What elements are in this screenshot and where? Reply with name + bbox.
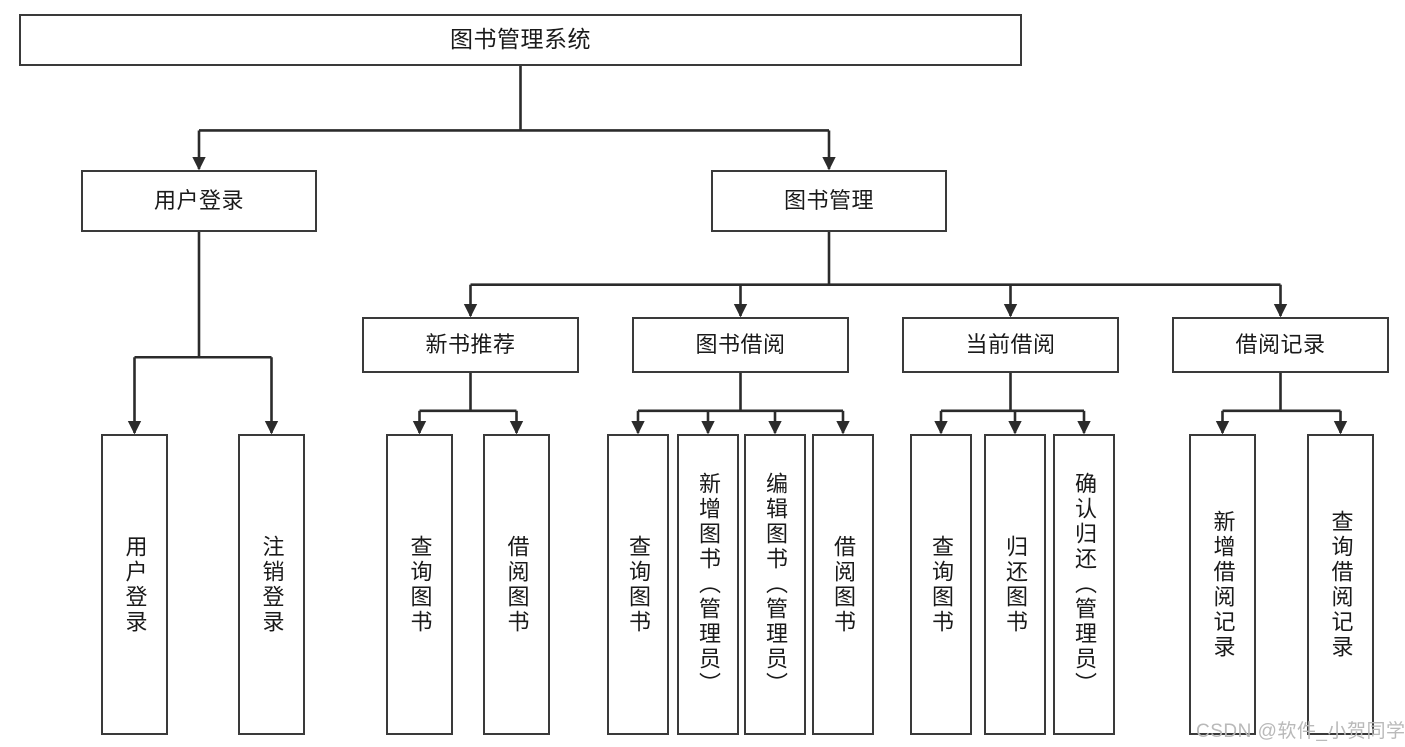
node-leaf-logout[interactable]: 注销登录: [238, 434, 305, 735]
node-label: 新增借阅记录: [1210, 509, 1236, 660]
node-label: 借阅图书: [830, 534, 856, 635]
node-label: 查询借阅记录: [1328, 509, 1354, 660]
node-leaf-borrow-book-1[interactable]: 借阅图书: [483, 434, 550, 735]
node-borrow-record[interactable]: 借阅记录: [1172, 317, 1389, 373]
node-label: 借阅记录: [1235, 331, 1326, 357]
node-label: 查询图书: [928, 534, 954, 635]
node-book-manage[interactable]: 图书管理: [711, 170, 947, 232]
node-leaf-query-record[interactable]: 查询借阅记录: [1307, 434, 1374, 735]
node-label: 图书借阅: [695, 331, 786, 357]
node-root-system[interactable]: 图书管理系统: [19, 14, 1022, 66]
node-leaf-borrow-book-2[interactable]: 借阅图书: [812, 434, 874, 735]
node-label: 新书推荐: [425, 331, 516, 357]
node-label: 确认归还（管理员）: [1071, 472, 1097, 697]
node-label: 归还图书: [1002, 534, 1028, 635]
node-leaf-query-book-3[interactable]: 查询图书: [910, 434, 972, 735]
node-leaf-query-book-2[interactable]: 查询图书: [607, 434, 669, 735]
watermark-text: CSDN @软件_小贺同学: [1196, 721, 1405, 742]
node-user-login[interactable]: 用户登录: [81, 170, 317, 232]
node-leaf-add-record[interactable]: 新增借阅记录: [1189, 434, 1256, 735]
node-label: 编辑图书（管理员）: [762, 472, 788, 697]
node-current-borrow[interactable]: 当前借阅: [902, 317, 1119, 373]
node-leaf-user-login[interactable]: 用户登录: [101, 434, 168, 735]
node-label: 图书管理系统: [450, 26, 591, 53]
node-leaf-query-book-1[interactable]: 查询图书: [386, 434, 453, 735]
node-label: 新增图书（管理员）: [695, 472, 721, 697]
node-leaf-return-book[interactable]: 归还图书: [984, 434, 1046, 735]
node-label: 注销登录: [259, 534, 285, 635]
node-book-borrow[interactable]: 图书借阅: [632, 317, 849, 373]
node-leaf-confirm-return[interactable]: 确认归还（管理员）: [1053, 434, 1115, 735]
node-label: 用户登录: [153, 187, 244, 213]
node-leaf-add-book[interactable]: 新增图书（管理员）: [677, 434, 739, 735]
node-label: 查询图书: [407, 534, 433, 635]
node-label: 借阅图书: [504, 534, 530, 635]
node-label: 用户登录: [122, 534, 148, 635]
node-new-book-recommend[interactable]: 新书推荐: [362, 317, 579, 373]
node-leaf-edit-book[interactable]: 编辑图书（管理员）: [744, 434, 806, 735]
node-label: 当前借阅: [965, 331, 1056, 357]
node-label: 查询图书: [625, 534, 651, 635]
node-label: 图书管理: [783, 187, 874, 213]
